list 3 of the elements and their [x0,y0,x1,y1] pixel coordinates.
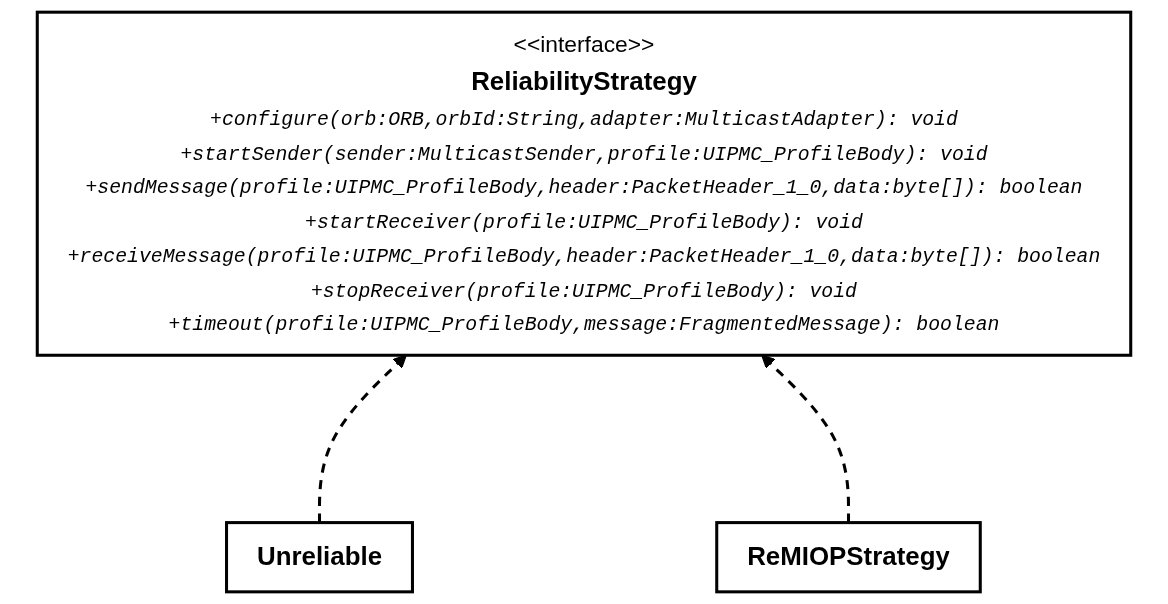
node-box: <<interface>> ReliabilityStrategy +configure(orb:ORB,orbId:String,adapter:MulticastAdapter): void +startSender(sender:MulticastSender,profile:UIPMC_ProfileBody): void +sendMessage(profile:UIPMC_ProfileBody,header:PacketHeader_1_0,data:byte[]): boolean +startReceiver(profile:UIPMC_ProfileBody): void +receiveMessage(profile:UIPMC_ProfileBody,header:PacketHeader_1_0,data:byte[]): boolean +stopReceiver(profile:UIPMC_ProfileBody): void +timeout(profile:UIPMC_ProfileBody,message:FragmentedMessage): boolean [35,10,1133,357]
node-box: Unreliable [225,521,414,594]
node-box: ReMIOPStrategy [715,521,982,594]
